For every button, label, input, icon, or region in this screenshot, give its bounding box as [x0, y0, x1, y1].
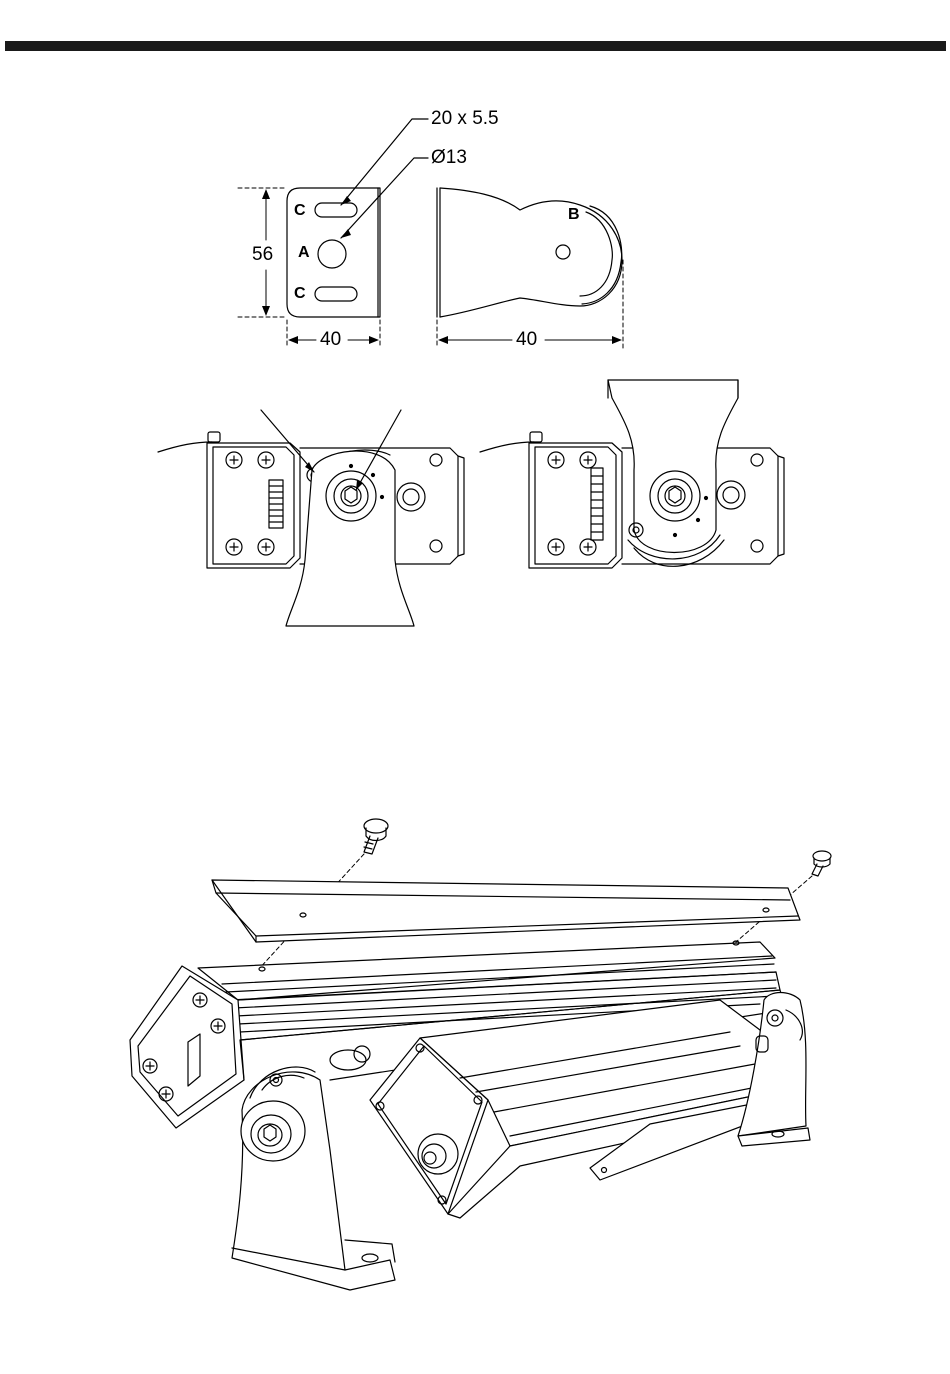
slot-callout-label: 20 x 5.5	[431, 108, 499, 130]
letter-b: B	[568, 206, 580, 224]
driver-box	[370, 1000, 784, 1218]
letter-a: A	[298, 244, 310, 262]
hole-a	[318, 240, 346, 268]
hole-callout-label: Ø13	[431, 147, 467, 169]
callout-leaders	[341, 119, 428, 238]
screw-right	[812, 851, 831, 876]
height-dimension-label: 56	[252, 244, 273, 266]
letter-c-bottom: C	[294, 285, 306, 303]
cover-plate	[212, 880, 800, 942]
end-view-left	[158, 432, 464, 626]
rear-knob	[330, 1046, 370, 1070]
screw-left	[364, 819, 388, 854]
slot-bottom	[315, 287, 357, 301]
width-dimension-right-label: 40	[516, 329, 537, 351]
width-dimension-left-label: 40	[320, 329, 341, 351]
letter-c-top: C	[294, 202, 306, 220]
slot-top	[315, 203, 357, 217]
end-view-right	[480, 380, 784, 568]
bracket-side-view	[437, 188, 622, 317]
